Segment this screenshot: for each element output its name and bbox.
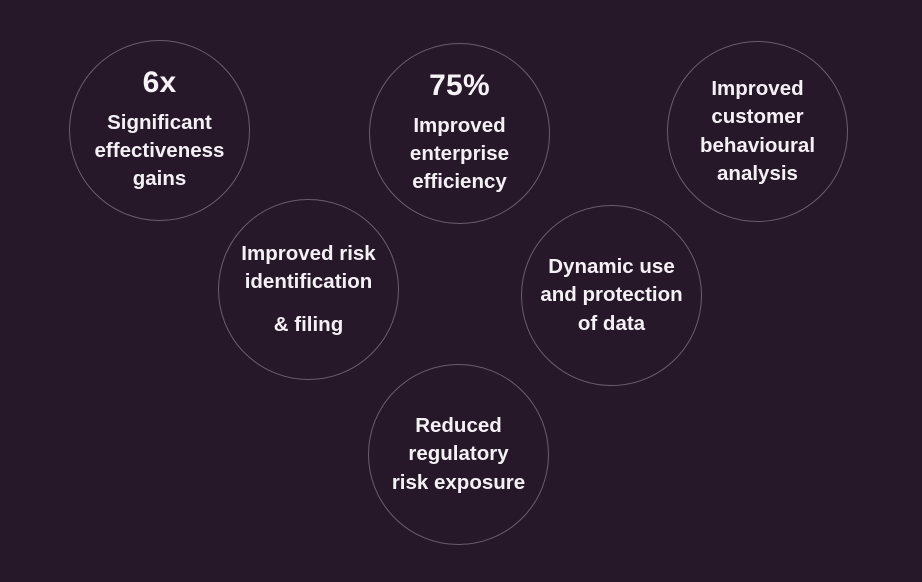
benefit-circle-improved-customer-behavioural-analysis: Improved customer behavioural analysis [667,41,848,222]
benefit-label: Reduced regulatory risk exposure [391,414,526,494]
benefit-circle-improved-enterprise-efficiency: 75% Improved enterprise efficiency [369,43,550,224]
benefit-circle-improved-risk-identification-and-filing: Improved risk identification & filing [218,199,399,380]
benefit-circle-content: 75% Improved enterprise efficiency [370,68,549,196]
benefit-circle-content: Reduced regulatory risk exposure [369,412,548,496]
benefit-stat-value: 6x [142,65,177,99]
benefit-label: Improved enterprise efficiency [409,113,510,194]
benefit-circle-content: Dynamic use and protection of data [522,253,701,337]
benefit-stat-value: 75% [429,68,490,102]
benefit-label: Dynamic use and protection of data [540,255,683,335]
benefit-label: Improved risk identification [241,242,376,294]
benefit-circle-dynamic-use-and-protection-of-data: Dynamic use and protection of data [521,205,702,386]
benefit-label-secondary: & filing [273,312,344,336]
benefit-circle-significant-effectiveness-gains: 6x Significant effectiveness gains [69,40,250,221]
benefit-label: Significant effectiveness gains [94,110,225,191]
benefit-circle-reduced-regulatory-risk-exposure: Reduced regulatory risk exposure [368,364,549,545]
benefit-circle-content: Improved customer behavioural analysis [668,75,847,187]
benefit-circle-content: 6x Significant effectiveness gains [70,65,249,193]
benefit-label: Improved customer behavioural analysis [699,77,816,185]
benefit-circle-content: Improved risk identification & filing [219,240,398,338]
